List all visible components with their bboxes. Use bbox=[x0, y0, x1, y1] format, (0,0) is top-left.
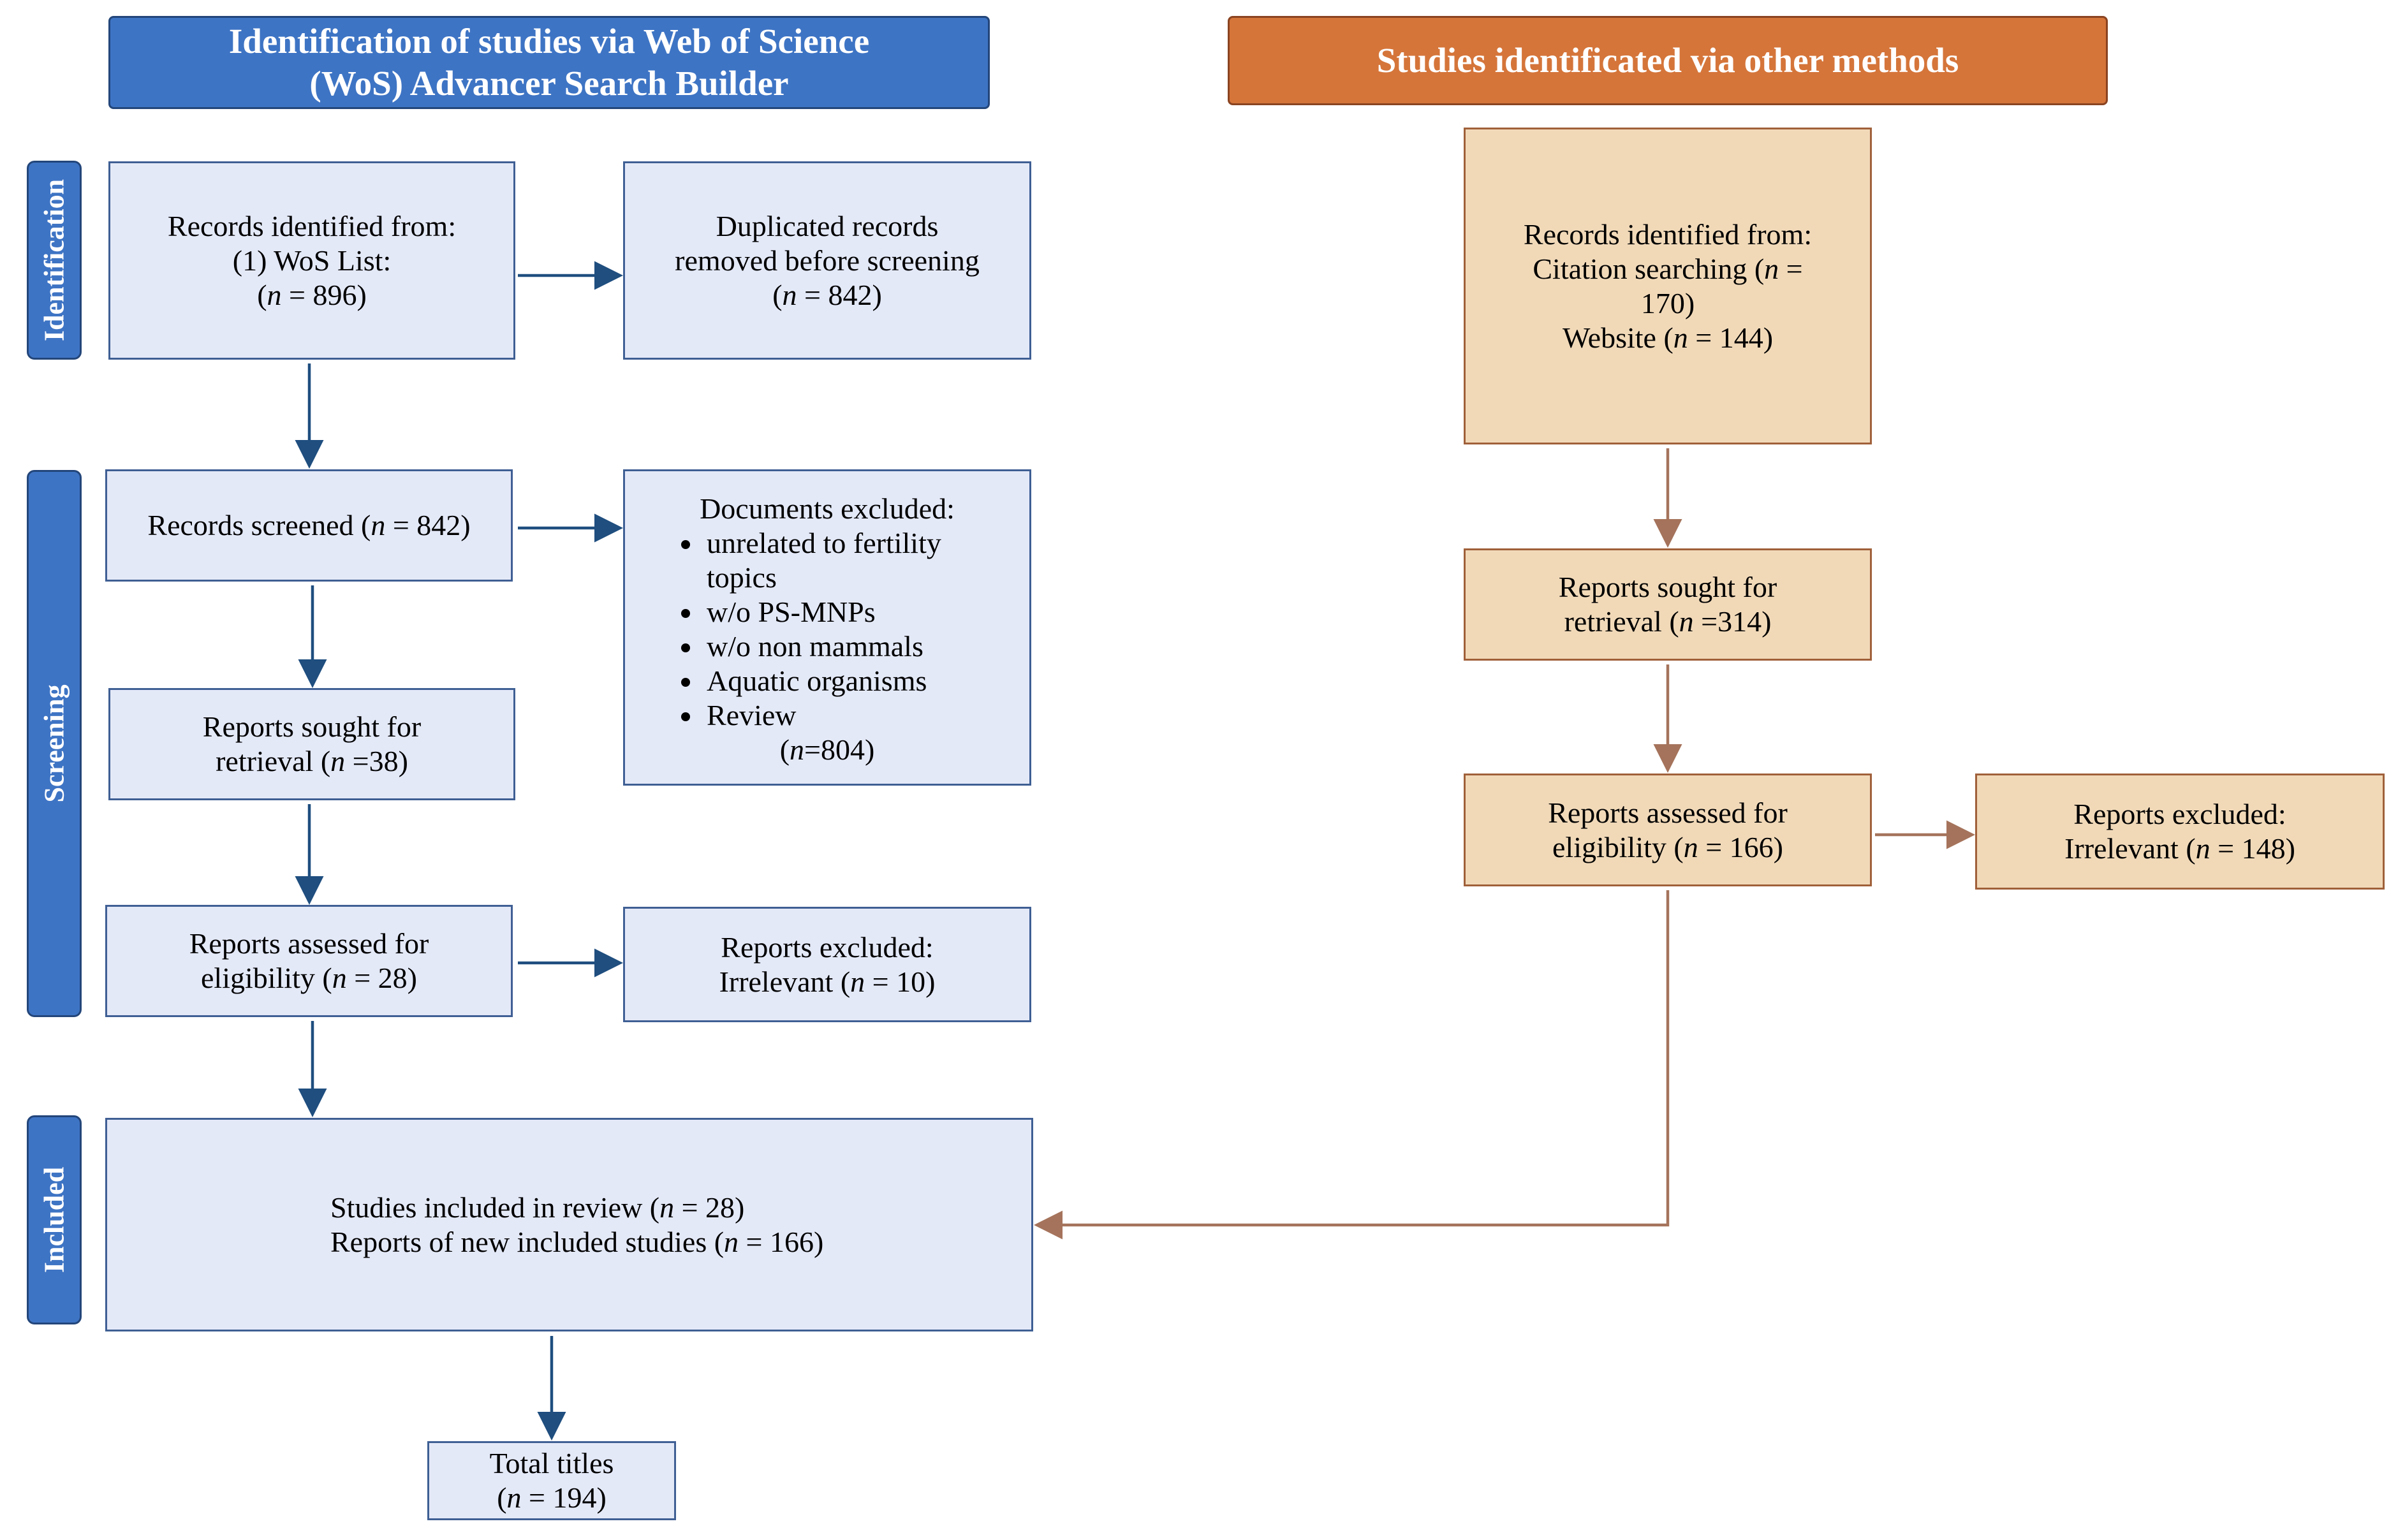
box-text-line: Studies included in review (n = 28) bbox=[330, 1191, 745, 1224]
other-header-text: Studies identificated via other methods bbox=[1376, 41, 1959, 80]
box-text-line: retrieval (n =314) bbox=[1564, 605, 1772, 638]
box-text-line: Reports excluded: bbox=[2073, 798, 2286, 830]
box-text-line: removed before screening bbox=[675, 244, 980, 277]
box-text-line: Reports excluded: bbox=[721, 930, 934, 964]
records-screened-box: Records screened (n = 842) bbox=[105, 469, 513, 582]
other-reports-assessed-box: Reports assessed for eligibility (n = 16… bbox=[1464, 774, 1872, 886]
box-text-line: Website (n = 144) bbox=[1562, 321, 1774, 354]
box-text-line: (n = 194) bbox=[497, 1481, 607, 1514]
exclusion-reason: unrelated to fertility topics bbox=[703, 526, 1003, 595]
box-text-line: (1) WoS List: bbox=[232, 244, 392, 277]
exclusion-reason: w/o non mammals bbox=[703, 629, 1003, 664]
box-text-line: 170) bbox=[1640, 286, 1695, 319]
box-text-line: Total titles bbox=[489, 1447, 614, 1479]
other-records-identified-box: Records identified from: Citation search… bbox=[1464, 128, 1872, 444]
documents-excluded-box: Documents excluded: unrelated to fertili… bbox=[623, 469, 1031, 786]
exclusion-reason: w/o PS-MNPs bbox=[703, 595, 1003, 629]
studies-included-box: Studies included in review (n = 28) Repo… bbox=[105, 1118, 1033, 1331]
box-text-line: Records identified from: bbox=[1523, 217, 1813, 251]
wos-reports-excluded-box: Reports excluded: Irrelevant (n = 10) bbox=[623, 907, 1031, 1022]
box-text-line: Reports assessed for bbox=[1548, 796, 1788, 829]
box-text-line: Documents excluded: bbox=[700, 492, 955, 525]
stage-identification: Identification bbox=[27, 161, 82, 360]
arrow-other-assessed-to-included bbox=[1034, 890, 1670, 1240]
box-text-line: Irrelevant (n = 10) bbox=[719, 965, 936, 998]
box-text-line: (n=804) bbox=[779, 733, 875, 766]
total-titles-box: Total titles (n = 194) bbox=[427, 1441, 676, 1520]
exclusion-reason: Review bbox=[703, 698, 1003, 733]
box-text-line: Irrelevant (n = 148) bbox=[2064, 832, 2295, 865]
stage-screening: Screening bbox=[27, 470, 82, 1017]
box-text-line: retrieval (n =38) bbox=[216, 745, 408, 777]
wos-reports-assessed-box: Reports assessed for eligibility (n = 28… bbox=[105, 905, 513, 1017]
wos-reports-sought-box: Reports sought for retrieval (n =38) bbox=[108, 688, 515, 800]
wos-records-identified-box: Records identified from: (1) WoS List: (… bbox=[108, 161, 515, 360]
box-text-line: Records screened (n = 842) bbox=[147, 509, 471, 541]
other-reports-excluded-box: Reports excluded: Irrelevant (n = 148) bbox=[1975, 774, 2385, 890]
box-text-line: Records identified from: bbox=[167, 209, 457, 242]
exclusion-reason: Aquatic organisms bbox=[703, 664, 1003, 698]
box-text-line: Reports assessed for bbox=[189, 927, 429, 960]
wos-section-header: Identification of studies via Web of Sci… bbox=[108, 16, 990, 109]
box-text-line: Reports sought for bbox=[202, 710, 422, 743]
box-text-line: (n = 842) bbox=[772, 278, 882, 311]
other-reports-sought-box: Reports sought for retrieval (n =314) bbox=[1464, 548, 1872, 661]
exclusion-reasons-list: unrelated to fertility topics w/o PS-MNP… bbox=[665, 526, 1003, 733]
box-text-line: Citation searching (n = bbox=[1533, 252, 1803, 285]
wos-header-line1: Identification of studies via Web of Sci… bbox=[228, 22, 870, 61]
stage-included: Included bbox=[27, 1115, 82, 1324]
wos-header-line2: (WoS) Advancer Search Builder bbox=[309, 64, 789, 103]
box-text-line: eligibility (n = 28) bbox=[201, 962, 417, 994]
box-text-line: Reports sought for bbox=[1558, 571, 1777, 603]
other-methods-header: Studies identificated via other methods bbox=[1228, 16, 2108, 105]
box-text-line: Reports of new included studies (n = 166… bbox=[330, 1225, 824, 1258]
duplicated-records-box: Duplicated records removed before screen… bbox=[623, 161, 1031, 360]
box-text-line: (n = 896) bbox=[257, 278, 367, 311]
box-text-line: Duplicated records bbox=[716, 209, 939, 242]
box-text-line: eligibility (n = 166) bbox=[1552, 830, 1783, 863]
